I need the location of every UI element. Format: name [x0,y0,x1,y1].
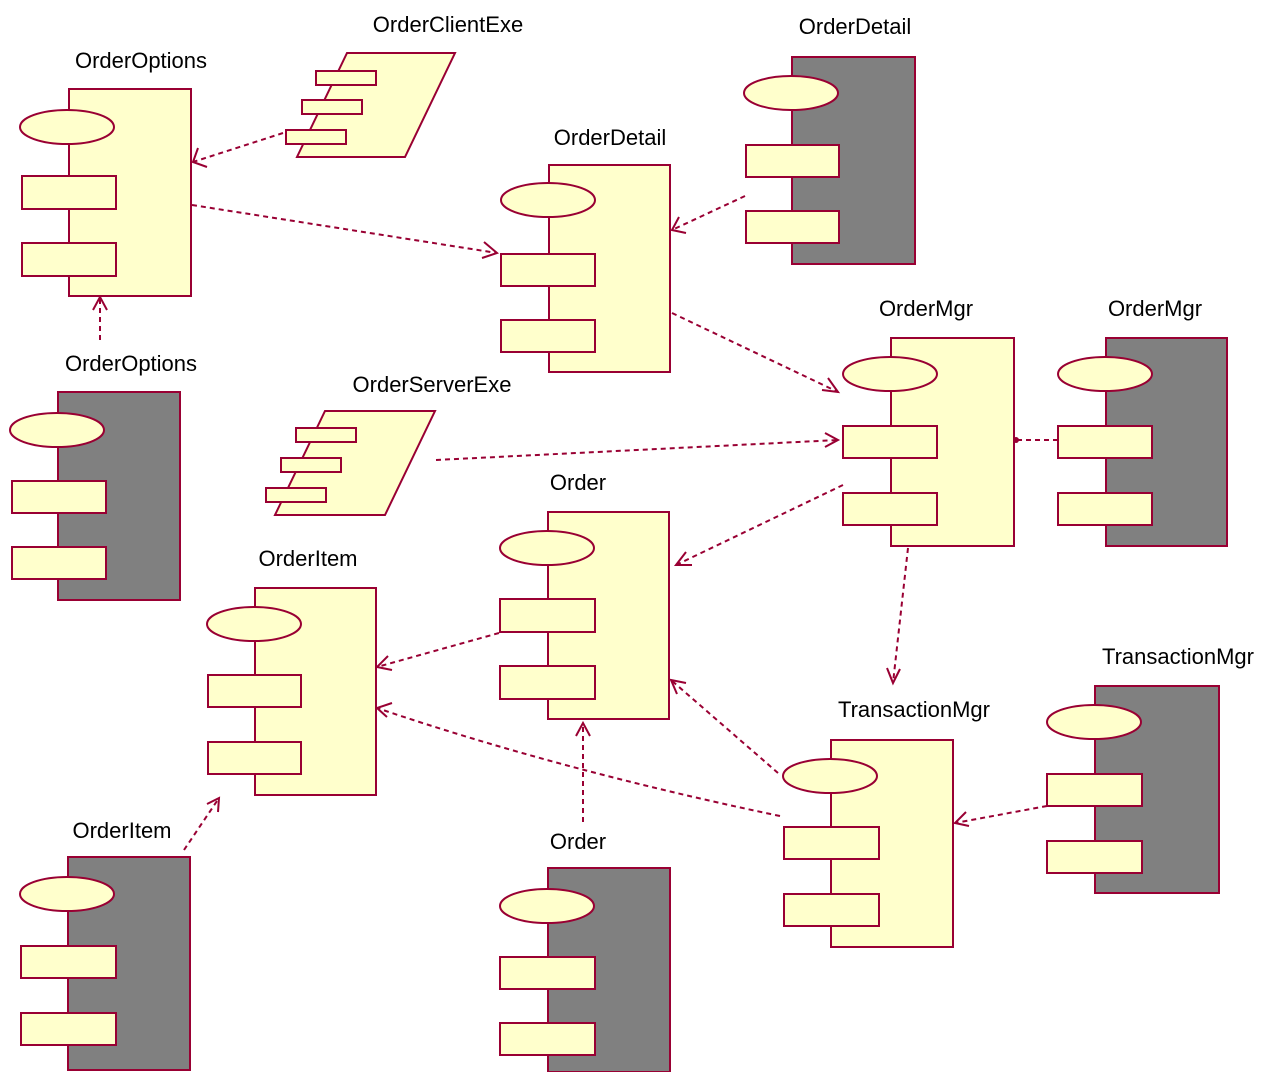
component-tab-icon [745,210,840,244]
component-label: Order [550,829,606,854]
component-tab-icon [500,253,596,287]
component-port-icon [842,356,938,392]
component-port-icon [500,182,596,218]
component-label: OrderDetail [799,14,911,39]
component-tab-icon [1057,492,1153,526]
component-order-detail[interactable]: OrderDetail [500,125,671,373]
dependency-mgr-to-order [673,484,844,566]
component-label: OrderMgr [879,296,973,321]
component-label: Order [550,470,606,495]
component-port-icon [19,876,115,912]
executable-tab-icon [315,70,377,86]
dependency-mgr-impl-to-mgr [1013,437,1058,443]
component-order-mgr-impl[interactable]: OrderMgr [1057,296,1228,547]
component-port-icon [499,530,595,566]
dependency-mgr-to-transaction [886,547,909,686]
component-tab-icon [11,546,107,580]
component-tab-icon [745,144,840,178]
component-tab-icon [499,665,596,700]
component-tab-icon [207,741,302,775]
component-tab-icon [500,319,596,353]
component-tab-icon [20,1012,117,1046]
component-order-mgr[interactable]: OrderMgr [842,296,1015,547]
component-tab-icon [842,492,938,526]
component-tab-icon [1046,840,1143,874]
component-order-options[interactable]: OrderOptions [19,48,207,297]
component-tab-icon [21,242,117,277]
component-order-options-impl[interactable]: OrderOptions [9,351,197,601]
component-port-icon [206,606,302,642]
dependency-serverexe-to-mgr [435,432,841,461]
component-transaction-mgr[interactable]: TransactionMgr [782,697,990,948]
dependency-lines [92,132,1058,851]
component-tab-icon [207,674,302,708]
component-label: OrderItem [258,546,357,571]
component-label: TransactionMgr [838,697,990,722]
dependency-item-impl-to-item [183,796,221,851]
component-label: OrderItem [72,818,171,843]
executable-label: OrderServerExe [353,372,512,397]
component-transaction-mgr-impl[interactable]: TransactionMgr [1046,644,1254,894]
component-tab-icon [20,945,117,979]
component-tab-icon [499,1022,596,1056]
component-tab-icon [1057,425,1153,459]
component-port-icon [743,75,839,111]
component-port-icon [782,758,878,794]
component-order-impl[interactable]: Order [499,829,671,1072]
executable-tab-icon [301,99,363,115]
component-label: OrderOptions [75,48,207,73]
component-port-icon [19,109,115,145]
dependency-order-impl-to-order [575,720,591,822]
component-tab-icon [1046,773,1143,807]
dependency-order-to-item [374,632,500,671]
dependency-detail-impl-to-detail [670,195,746,234]
component-tab-icon [499,598,596,633]
component-port-icon [9,412,105,448]
component-label: OrderMgr [1108,296,1202,321]
component-tab-icon [21,175,117,210]
dependency-detail-to-mgr [671,312,841,394]
executable-tab-icon [285,129,347,145]
executable-order-server-exe[interactable]: OrderServerExe [265,372,512,516]
component-label: TransactionMgr [1102,644,1254,669]
component-tab-icon [842,425,938,459]
component-port-icon [1046,704,1142,740]
component-port-icon [1057,356,1153,392]
component-order-detail-impl[interactable]: OrderDetail [743,14,916,265]
dependency-clientexe-to-options [191,132,284,168]
dependency-options-to-detail [191,204,500,259]
component-order[interactable]: Order [499,470,670,720]
dependency-options-impl-to-options [92,294,108,340]
component-label: OrderDetail [554,125,666,150]
component-tab-icon [783,893,880,927]
component-order-item-impl[interactable]: OrderItem [19,818,191,1071]
executable-label: OrderClientExe [373,12,523,37]
executable-tab-icon [265,487,327,503]
executable-order-client-exe[interactable]: OrderClientExe [285,12,523,158]
component-tab-icon [783,826,880,860]
component-order-item[interactable]: OrderItem [206,546,377,796]
executable-tab-icon [280,457,342,473]
component-tab-icon [11,480,107,514]
dependency-transaction-to-order [669,678,779,774]
dependency-transaction-impl-to-transaction [952,805,1048,827]
component-tab-icon [499,956,596,990]
executable-tab-icon [295,427,357,443]
component-port-icon [499,888,595,924]
component-label: OrderOptions [65,351,197,376]
